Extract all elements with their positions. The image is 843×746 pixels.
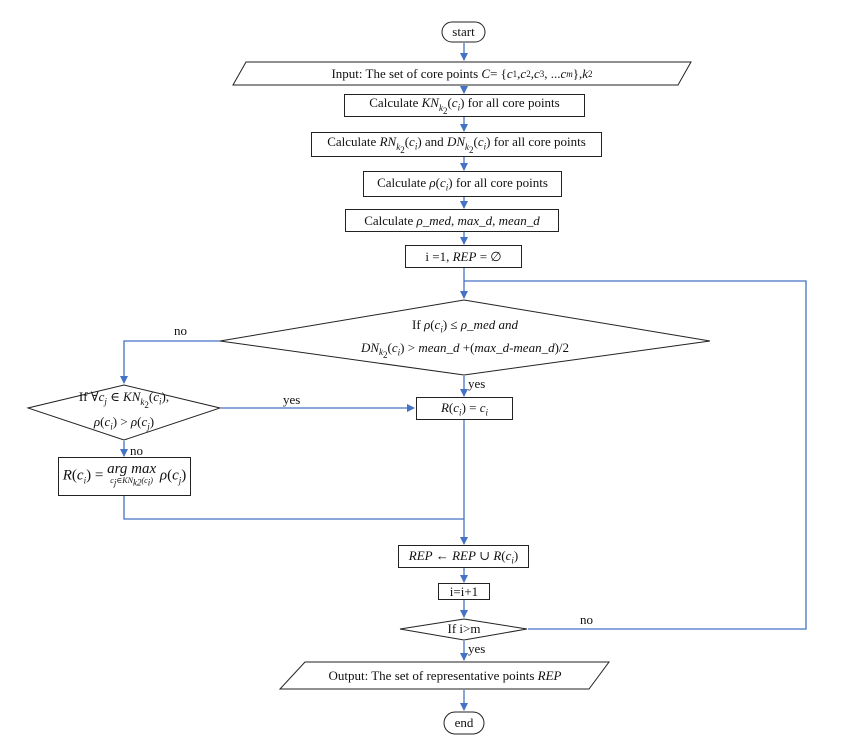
- edge-label-main-yes: yes: [468, 376, 486, 391]
- end-condition-diamond: [399, 618, 528, 641]
- union-text: REP ← REP ∪ R(ci): [408, 547, 519, 566]
- output-text: Output: The set of representative points…: [328, 667, 562, 683]
- main-condition-text: If ρ(ci) ≤ ρ_med and DNk2(ci) > mean_d +…: [300, 317, 630, 360]
- output-parallelogram-shape: [278, 661, 610, 690]
- union-node: REP ← REP ∪ R(ci): [398, 545, 529, 568]
- end-terminal-label: end: [444, 712, 484, 734]
- start-terminal-label: start: [442, 22, 485, 42]
- calc-kn-text: Calculate KNk2(ci) for all core points: [369, 95, 560, 116]
- line-assign-max-to-merge: [123, 496, 464, 520]
- start-text: start: [452, 24, 475, 39]
- calc-kn-node: Calculate KNk2(ci) for all core points: [344, 94, 585, 117]
- end-terminal-shape: [443, 711, 485, 735]
- loop-back-line: [464, 280, 807, 630]
- calc-rho-node: Calculate ρ(ci) for all core points: [363, 171, 562, 197]
- edge-label-neighbor-no: no: [130, 443, 143, 458]
- main-condition-line-1: If ρ(ci) ≤ ρ_med and: [412, 317, 518, 335]
- assign-self-text: R(ci) = ci: [440, 399, 489, 418]
- calc-rho-text: Calculate ρ(ci) for all core points: [377, 175, 548, 193]
- init-text: i =1, REP = ∅: [425, 248, 502, 264]
- main-condition-diamond: [219, 299, 711, 376]
- calc-rn-dn-node: Calculate RNk2(ci) and DNk2(ci) for all …: [311, 132, 602, 157]
- neighbor-condition-line-2: ρ(ci) > ρ(cj): [93, 414, 155, 432]
- edge-label-main-no: no: [174, 323, 187, 338]
- init-node: i =1, REP = ∅: [405, 245, 522, 268]
- end-condition-text: If i>m: [420, 620, 508, 638]
- edge-label-end-yes: yes: [468, 641, 486, 656]
- input-math: C: [481, 65, 491, 81]
- calc-med-text: Calculate ρ_med, max_d, mean_d: [364, 212, 540, 228]
- assign-self-node: R(ci) = ci: [416, 397, 513, 420]
- input-parallelogram-shape: [232, 61, 692, 86]
- input-text: Input: The set of core points: [331, 65, 479, 81]
- main-condition-line-2: DNk2(ci) > mean_d +(max_d-mean_d)/2: [360, 339, 570, 360]
- end-condition-label: If i>m: [447, 621, 481, 636]
- edge-label-neighbor-yes: yes: [283, 392, 301, 407]
- neighbor-condition-line-1: If ∀cj ∈ KNk2(ci),: [78, 389, 170, 410]
- calc-rn-dn-text: Calculate RNk2(ci) and DNk2(ci) for all …: [327, 134, 586, 155]
- output-node: Output: The set of representative points…: [292, 662, 598, 689]
- end-text: end: [454, 715, 474, 730]
- neighbor-condition-text: If ∀cj ∈ KNk2(ci), ρ(ci) > ρ(cj): [54, 389, 194, 432]
- calc-med-node: Calculate ρ_med, max_d, mean_d: [345, 209, 559, 232]
- neighbor-condition-diamond: [26, 384, 222, 441]
- start-terminal-shape: [441, 21, 486, 43]
- increment-text: i=i+1: [449, 583, 479, 599]
- increment-node: i=i+1: [438, 583, 490, 600]
- edge-label-end-no: no: [580, 612, 593, 627]
- arrow-main-no-to-neighbor-condition: [120, 340, 220, 384]
